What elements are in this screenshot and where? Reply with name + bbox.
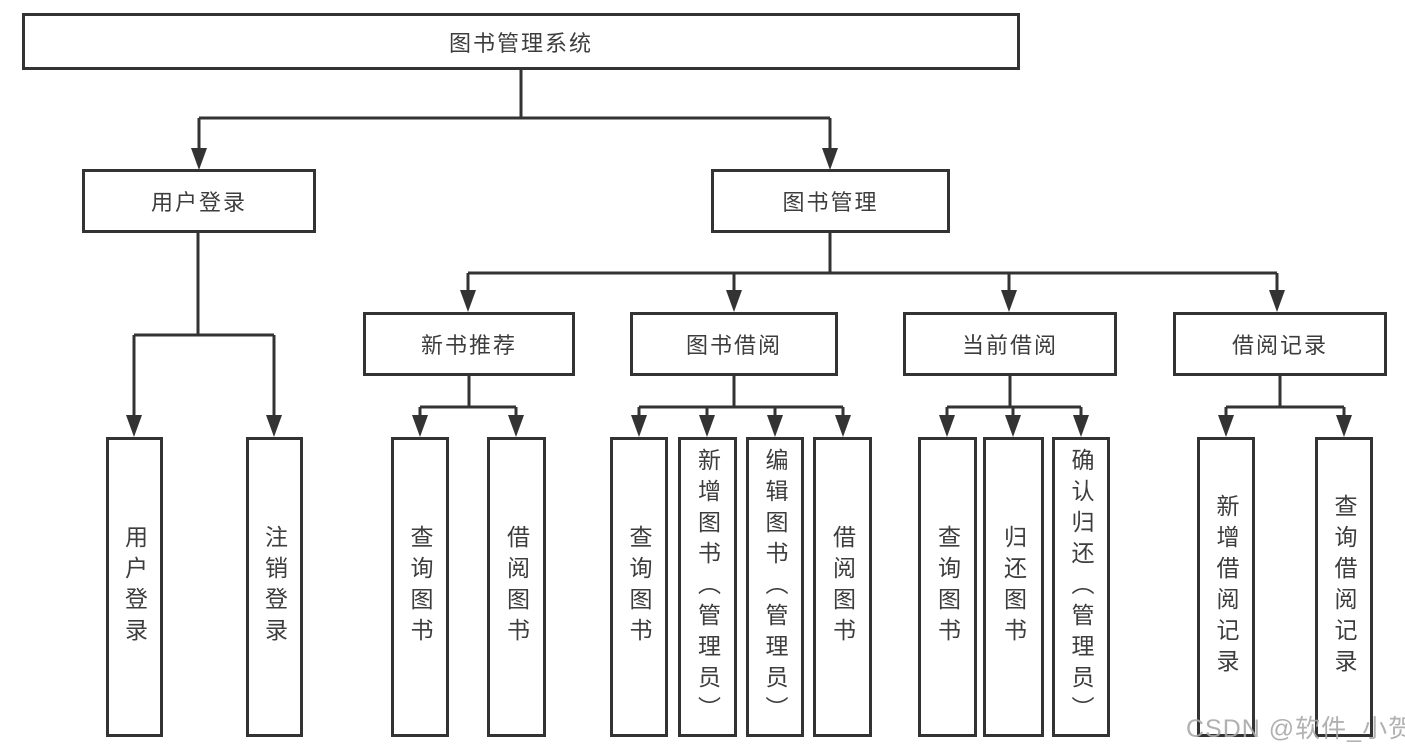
leaf-borrow-books-recommend: 借阅图书 — [487, 437, 546, 737]
leaf-query-borrow-record: 查询借阅记录 — [1315, 437, 1373, 737]
node-root: 图书管理系统 — [22, 13, 1020, 70]
leaf-add-borrow-record: 新增借阅记录 — [1197, 437, 1255, 737]
node-current-borrowing: 当前借阅 — [903, 312, 1117, 376]
leaf-query-books-current: 查询图书 — [918, 437, 977, 737]
leaf-query-books-borrowing: 查询图书 — [610, 437, 668, 737]
node-borrowing-records: 借阅记录 — [1173, 312, 1387, 376]
leaf-logout-login: 注销登录 — [246, 437, 303, 737]
node-book-borrowing: 图书借阅 — [630, 312, 838, 376]
node-new-book-recommend: 新书推荐 — [363, 312, 575, 376]
leaf-edit-books-admin: 编辑图书（管理员） — [746, 437, 804, 737]
leaf-return-books: 归还图书 — [983, 437, 1044, 737]
node-book-management: 图书管理 — [711, 169, 950, 233]
leaf-query-books-recommend: 查询图书 — [391, 437, 449, 737]
leaf-user-login: 用户登录 — [106, 437, 163, 737]
arrowhead-icons — [126, 148, 1352, 437]
leaf-borrow-books-borrowing: 借阅图书 — [813, 437, 872, 737]
node-user-login: 用户登录 — [82, 169, 316, 233]
watermark: CSDN @软件_小贺同学 — [1186, 715, 1405, 743]
leaf-confirm-return-admin: 确认归还（管理员） — [1052, 437, 1110, 737]
leaf-add-books-admin: 新增图书（管理员） — [678, 437, 737, 737]
